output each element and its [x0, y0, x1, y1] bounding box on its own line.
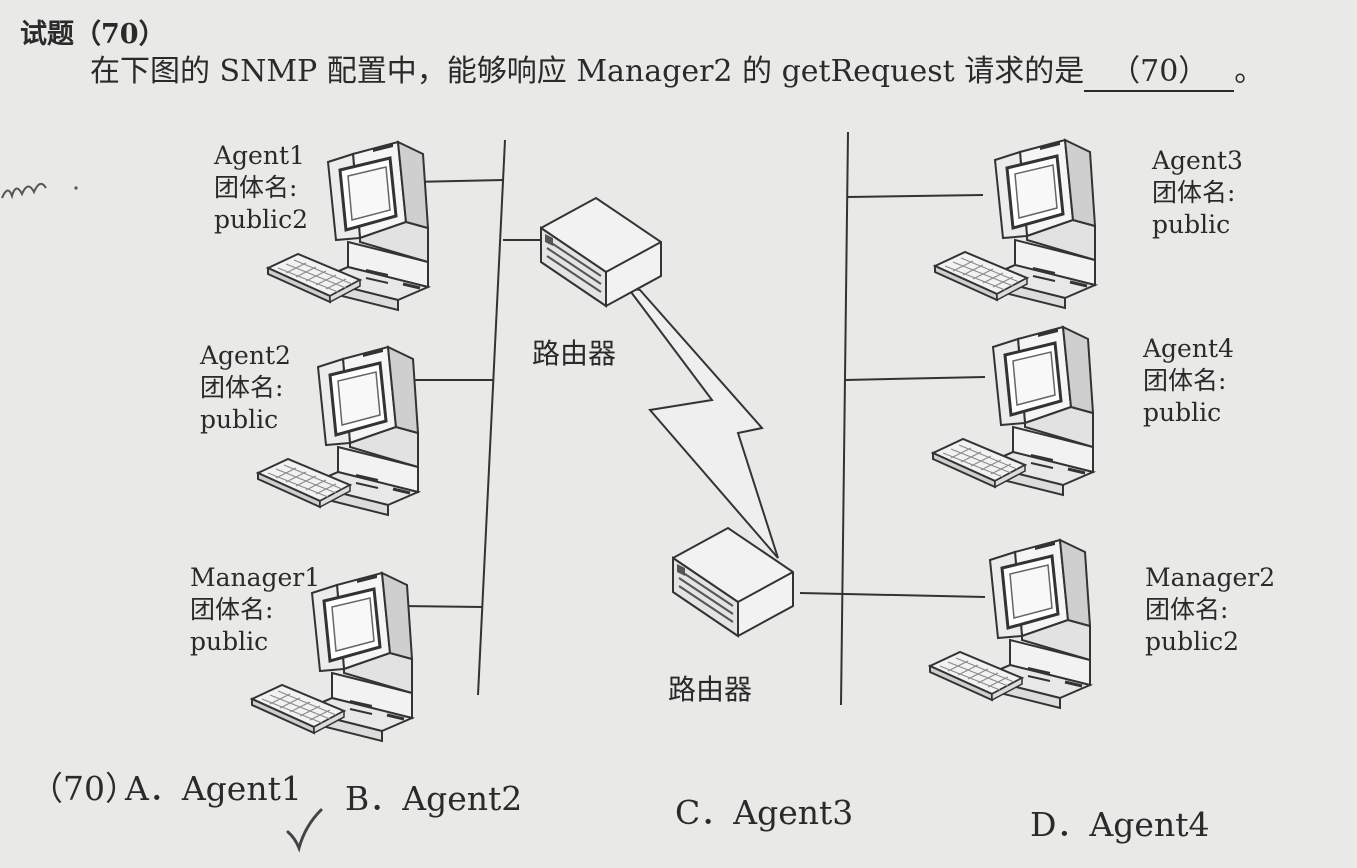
- community-label: 团体名:: [214, 173, 298, 202]
- router2-lan-link: [799, 592, 986, 598]
- answer-blank: （70）: [1084, 46, 1235, 92]
- option-text: Agent3: [733, 793, 854, 832]
- option-text: Agent2: [402, 779, 523, 818]
- host-name: Manager2: [1145, 563, 1276, 592]
- community-label: 团体名:: [1152, 178, 1236, 207]
- desktop-computer-icon: [931, 325, 1095, 497]
- agent3-link: [847, 194, 984, 198]
- community-label: 团体名:: [190, 595, 274, 624]
- check-mark-icon: [286, 808, 323, 853]
- manager1-link: [399, 605, 484, 608]
- host-name: Agent4: [1143, 334, 1234, 363]
- desktop-computer-icon: [933, 138, 1097, 310]
- left-lan-bus: [477, 139, 506, 696]
- answer-options: （70） A．Agent1 B．Agent2 C．Agent3 D．Agent4: [30, 760, 1330, 844]
- router-label-lower: 路由器: [668, 673, 753, 706]
- agent1-label: Agent1 团体名: public2: [214, 140, 308, 236]
- host-name: Manager1: [190, 563, 321, 592]
- question-stem: 在下图的 SNMP 配置中，能够响应 Manager2 的 getRequest…: [90, 46, 1264, 92]
- host-name: Agent2: [200, 341, 291, 370]
- option-c[interactable]: C．Agent3: [675, 786, 853, 834]
- option-letter: A．: [125, 769, 182, 808]
- agent1-link: [411, 179, 504, 183]
- agent4-link: [844, 376, 986, 381]
- desktop-computer-icon: [928, 538, 1092, 710]
- wan-lightning-icon: [625, 286, 779, 559]
- host-name: Agent3: [1152, 146, 1243, 175]
- community-value: public2: [214, 205, 309, 234]
- question-stem-text: 在下图的 SNMP 配置中，能够响应 Manager2 的 getRequest…: [90, 54, 1085, 89]
- community-value: public: [200, 405, 279, 434]
- agent2-label: Agent2 团体名: public: [200, 340, 291, 436]
- router-icon: [672, 527, 794, 637]
- option-b[interactable]: B．Agent2: [345, 772, 522, 820]
- option-a[interactable]: A．Agent1: [125, 762, 302, 810]
- manager2-label: Manager2 团体名: public2: [1145, 562, 1275, 658]
- community-label: 团体名:: [200, 373, 284, 402]
- community-value: public: [190, 627, 269, 656]
- question-end-mark: 。: [1234, 54, 1265, 89]
- agent4-label: Agent4 团体名: public: [1143, 333, 1234, 429]
- router-label-upper: 路由器: [532, 337, 617, 370]
- margin-scribble-mark: [1, 182, 78, 200]
- option-text: Agent1: [181, 769, 302, 808]
- option-number: （70）: [30, 769, 138, 808]
- option-letter: B．: [345, 779, 403, 818]
- manager1-label: Manager1 团体名: public: [190, 562, 320, 658]
- option-text: Agent4: [1089, 805, 1210, 844]
- router-icon: [540, 197, 662, 307]
- host-name: Agent1: [214, 141, 305, 170]
- community-value: public2: [1145, 627, 1240, 656]
- option-letter: D．: [1030, 805, 1090, 844]
- agent3-label: Agent3 团体名: public: [1152, 145, 1243, 241]
- option-letter: C．: [675, 793, 734, 832]
- community-label: 团体名:: [1143, 366, 1227, 395]
- option-d[interactable]: D．Agent4: [1030, 798, 1209, 846]
- community-value: public: [1152, 210, 1231, 239]
- question-heading: 试题（70）: [20, 19, 166, 50]
- community-label: 团体名:: [1145, 595, 1229, 624]
- community-value: public: [1143, 398, 1222, 427]
- right-lan-bus: [840, 131, 849, 706]
